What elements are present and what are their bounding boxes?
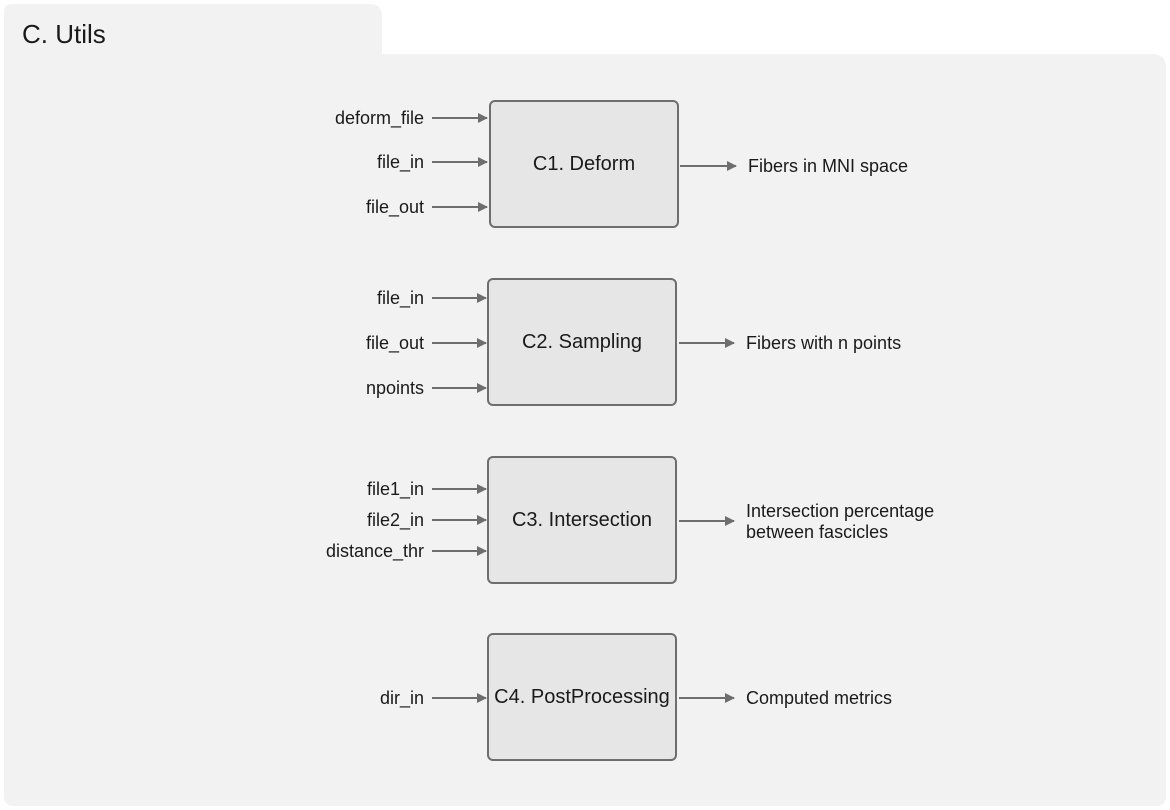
output-label-c1: Fibers in MNI space	[748, 156, 909, 176]
module-c3-intersection: C3. Intersection	[487, 456, 677, 584]
output-label-c2: Fibers with n points	[746, 333, 902, 353]
module-label: C4. PostProcessing	[494, 685, 670, 708]
output-label-c4: Computed metrics	[746, 688, 893, 708]
input-label-npoints: npoints	[365, 378, 424, 398]
module-c1-deform: C1. Deform	[489, 100, 679, 228]
input-label-deform-file: deform_file	[334, 108, 424, 128]
input-label-file1-in: file1_in	[366, 479, 424, 499]
input-label-file-out: file_out	[365, 197, 424, 217]
module-c2-sampling: C2. Sampling	[487, 278, 677, 406]
input-label-distance-thr: distance_thr	[325, 541, 424, 561]
panel-title: C. Utils	[22, 19, 106, 49]
module-c4-postprocessing: C4. PostProcessing	[487, 633, 677, 761]
input-label-dir-in: dir_in	[379, 688, 424, 708]
input-label-file-in: file_in	[376, 152, 424, 172]
module-label: C3. Intersection	[511, 508, 653, 531]
input-label-file-out: file_out	[365, 333, 424, 353]
input-label-file2-in: file2_in	[366, 510, 424, 530]
input-label-file-in: file_in	[376, 288, 424, 308]
module-label: C1. Deform	[532, 152, 636, 175]
output-label-c3: Intersection percentage between fascicle…	[746, 501, 935, 542]
module-label: C2. Sampling	[521, 330, 643, 353]
